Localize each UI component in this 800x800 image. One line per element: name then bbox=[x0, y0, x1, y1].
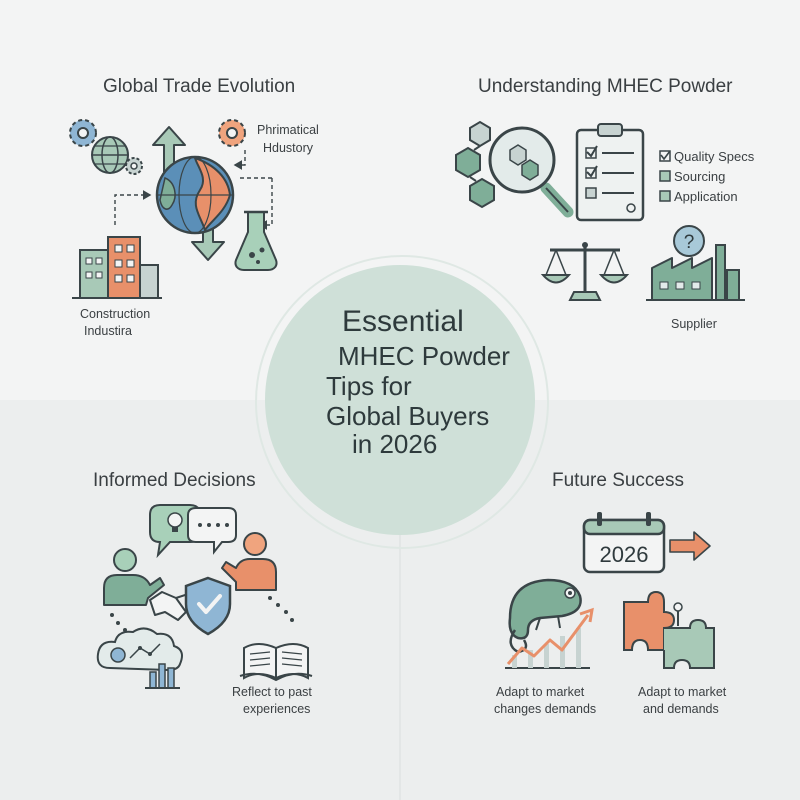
connector-pharma-globe bbox=[233, 150, 246, 170]
quadrant-divider bbox=[399, 400, 401, 800]
connector-construction-globe bbox=[114, 190, 152, 225]
balance-scale-icon bbox=[540, 242, 630, 301]
growth-chart-icon bbox=[505, 607, 594, 669]
label-supplier: Supplier bbox=[671, 317, 717, 331]
dotted-path-left bbox=[110, 613, 127, 632]
globe-large-icon bbox=[155, 155, 235, 235]
question-mark-icon: ? bbox=[684, 232, 695, 253]
trade-down-arrow-icon bbox=[191, 218, 225, 261]
cloud-analytics-icon bbox=[96, 627, 183, 689]
heading-global-trade: Global Trade Evolution bbox=[103, 76, 296, 97]
legend-markers bbox=[659, 150, 671, 202]
person-right-icon bbox=[221, 532, 277, 591]
heading-understanding-mhec: Understanding MHEC Powder bbox=[478, 76, 733, 97]
globe-small-icon bbox=[91, 136, 129, 174]
forward-arrow-icon bbox=[669, 531, 711, 561]
ellipsis-bubble-icon bbox=[187, 507, 237, 555]
chameleon-icon bbox=[508, 578, 582, 654]
center-title-line4: Global Buyers bbox=[326, 401, 490, 431]
caption-adapt-right-line2: and demands bbox=[643, 702, 719, 716]
trade-up-arrow-icon bbox=[152, 126, 186, 172]
quality-specs-check-icon bbox=[659, 150, 671, 162]
puzzle-pieces-icon bbox=[623, 590, 715, 669]
magnifier-icon bbox=[488, 126, 574, 218]
heading-future-success: Future Success bbox=[552, 470, 684, 491]
center-title-line1: Essential bbox=[342, 305, 464, 338]
sourcing-marker-icon bbox=[659, 170, 671, 182]
legend-application: Application bbox=[674, 189, 738, 204]
caption-adapt-left-line1: Adapt to market bbox=[496, 685, 585, 699]
dotted-path-right bbox=[268, 596, 294, 622]
flask-icon bbox=[234, 210, 278, 271]
shield-check-icon bbox=[184, 576, 232, 636]
caption-adapt-left-line2: changes demands bbox=[494, 702, 597, 716]
caption-reflect-line2: experiences bbox=[243, 702, 311, 716]
legend-sourcing: Sourcing bbox=[674, 169, 726, 184]
factory-question-icon: ? bbox=[646, 225, 745, 301]
molecule-cubes-icon bbox=[455, 120, 495, 209]
center-ring bbox=[255, 255, 549, 549]
calendar-icon: 2026 bbox=[582, 512, 666, 574]
gear-orange-icon bbox=[218, 119, 246, 147]
buildings-icon bbox=[72, 236, 162, 299]
person-left-icon bbox=[103, 548, 165, 606]
label-pharma-line1: Phrimatical bbox=[257, 123, 319, 137]
label-construction-line1: Construction bbox=[80, 307, 151, 321]
label-pharma-line2: Hdustory bbox=[263, 141, 314, 155]
connector-flask-globe bbox=[258, 178, 273, 230]
gear-blue-icon bbox=[69, 119, 97, 147]
caption-adapt-right-line1: Adapt to market bbox=[638, 685, 727, 699]
gear-small-icon bbox=[125, 157, 143, 175]
heading-informed-decisions: Informed Decisions bbox=[93, 470, 256, 491]
label-construction-line2: Industira bbox=[84, 324, 132, 338]
calendar-year: 2026 bbox=[600, 542, 649, 567]
caption-reflect-line1: Reflect to past bbox=[232, 685, 312, 699]
open-book-icon bbox=[239, 643, 313, 682]
application-marker-icon bbox=[659, 190, 671, 202]
center-title-line5: in 2026 bbox=[352, 429, 438, 459]
center-title-line3: Tips for bbox=[326, 371, 412, 401]
legend-quality-specs: Quality Specs bbox=[674, 149, 755, 164]
center-disc bbox=[265, 265, 535, 535]
clipboard-checklist-icon bbox=[575, 123, 645, 222]
center-title-line2: MHEC Powder bbox=[338, 341, 510, 371]
